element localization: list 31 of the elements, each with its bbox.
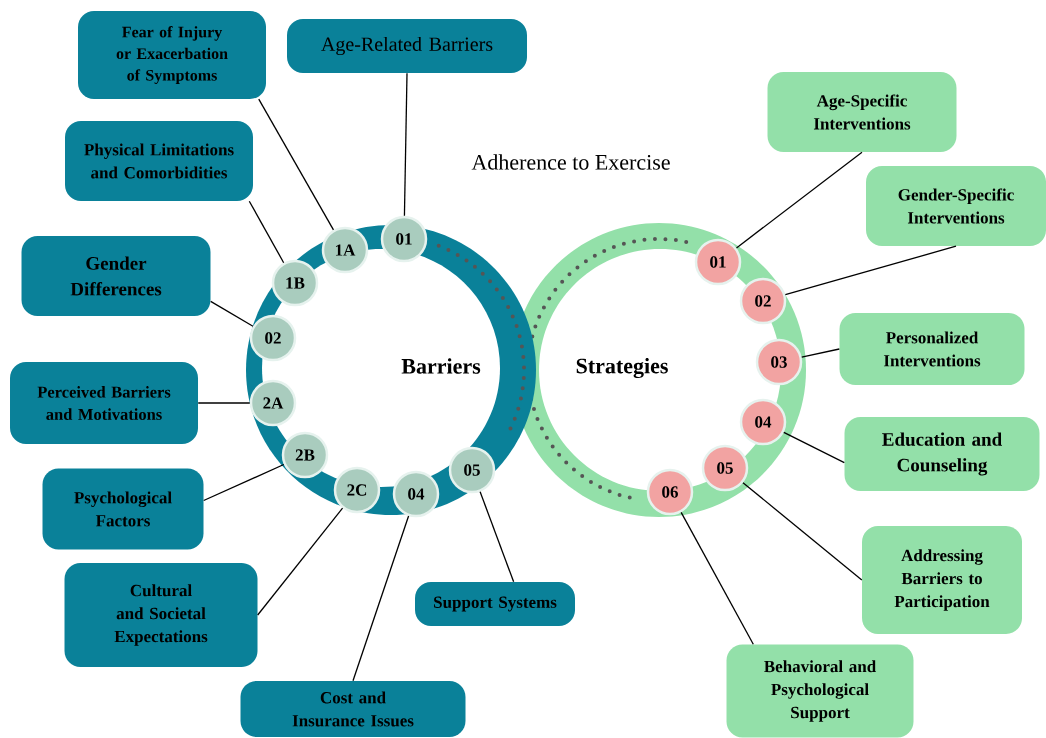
text-box: Age-Related Barriers [287, 19, 527, 73]
text-box: Behavioral and Psychological Support [726, 644, 914, 738]
leader-line [197, 402, 251, 404]
text-box: Support Systems [415, 582, 575, 626]
text-box: Cost and Insurance Issues [240, 681, 466, 737]
text-box: Gender Differences [21, 236, 211, 316]
leader-line [479, 491, 515, 583]
leader-line [742, 482, 863, 581]
leader-line [203, 463, 285, 502]
text-box: Perceived Barriers and Motivations [10, 362, 198, 444]
leader-line [783, 431, 845, 464]
title: Adherence to Exercise [471, 154, 670, 170]
text-box: Personalized Interventions [839, 313, 1025, 385]
text-box: Cultural and Societal Expectations [64, 563, 258, 667]
text-box: Education and Counseling [844, 417, 1040, 491]
text-box: Psychological Factors [42, 468, 204, 550]
leader-line [801, 348, 840, 358]
leader-line [403, 72, 408, 217]
leader-line [248, 200, 285, 264]
leader-line [352, 515, 410, 682]
text-box: Addressing Barriers to Participation [862, 526, 1022, 634]
text-box: Fear of Injury or Exacerbation of Symptoms [78, 11, 266, 99]
leader-line [258, 98, 335, 231]
leader-line [680, 511, 754, 645]
leader-line [784, 245, 957, 296]
leader-line [735, 151, 863, 249]
leader-line [210, 300, 254, 327]
text-box: Gender-Specific Interventions [866, 166, 1046, 246]
leader-line [257, 507, 344, 616]
text-box: Age-Specific Interventions [767, 72, 957, 152]
text-box: Physical Limitations and Comorbidities [65, 121, 253, 201]
